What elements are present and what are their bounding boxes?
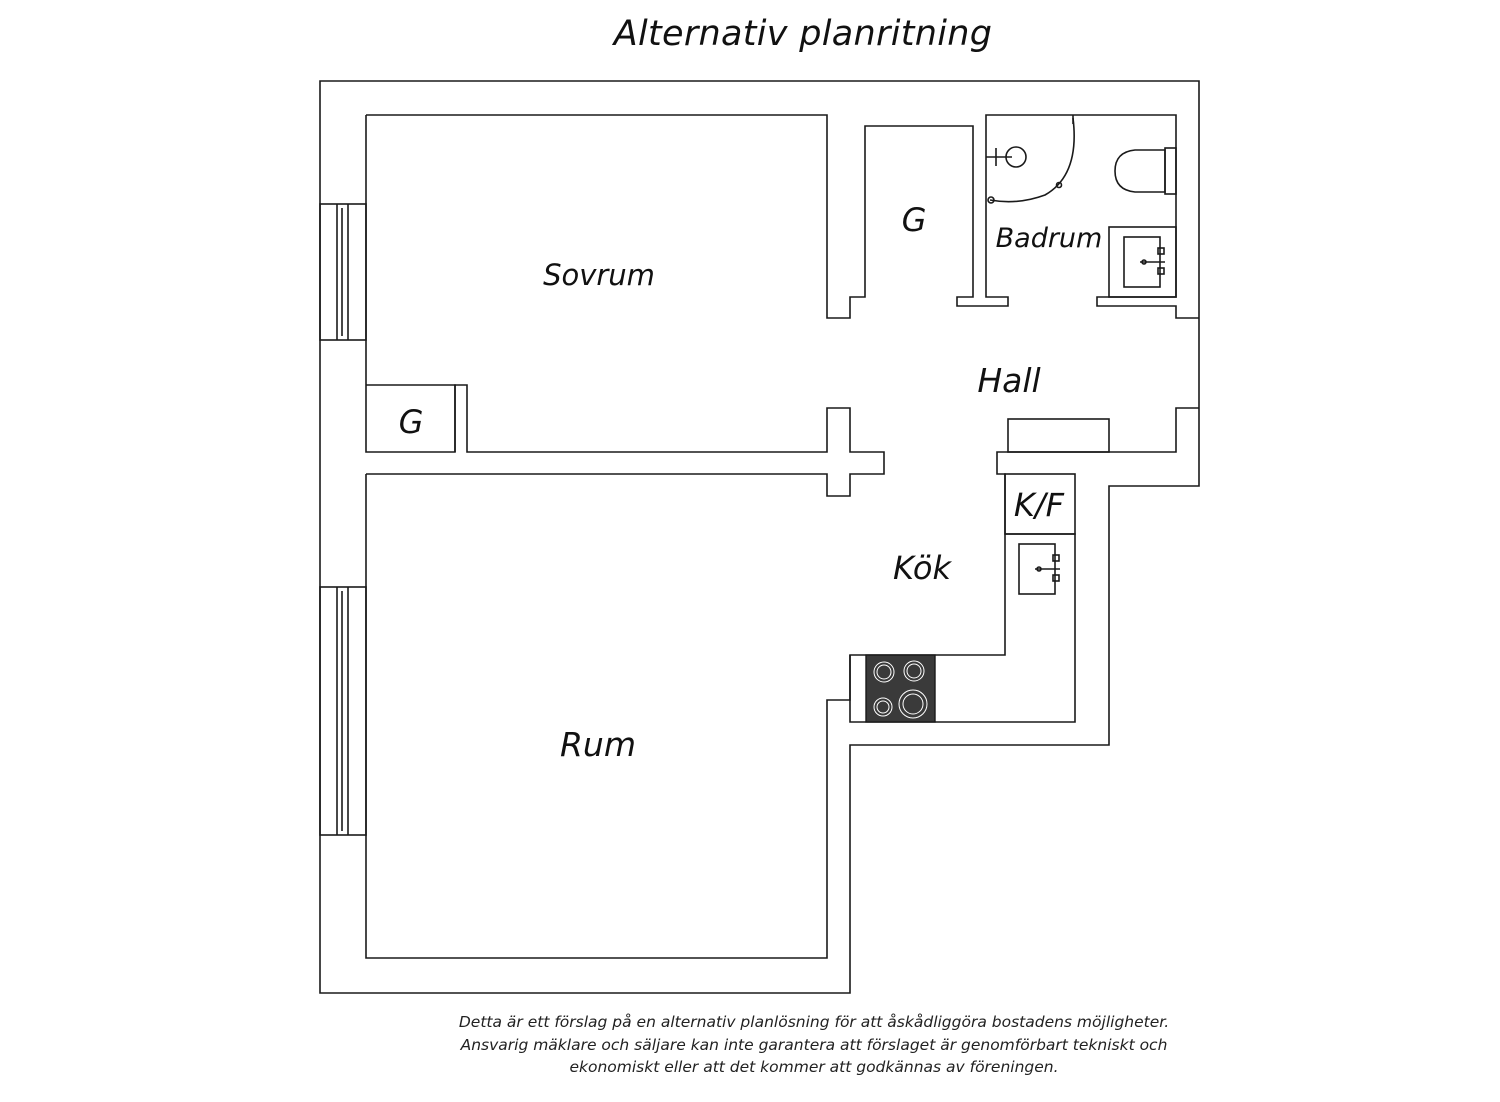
room-label-badrum: Badrum <box>996 223 1103 254</box>
bathroom-sink-icon <box>1108 226 1177 298</box>
disclaimer-line: Ansvarig mäklare och säljare kan inte ga… <box>460 1035 1168 1054</box>
disclaimer: Detta är ett förslag på en alternativ pl… <box>420 1011 1208 1079</box>
sovrum-bottom-wall <box>366 384 885 497</box>
plan-title: Alternativ planritning <box>613 14 993 54</box>
shower-icon <box>986 115 1075 204</box>
sovrum-wall <box>366 114 1199 319</box>
room-label-kf: K/F <box>1014 486 1065 524</box>
room-label-sovrum: Sovrum <box>543 258 655 292</box>
sovrum-left-wall <box>365 115 456 453</box>
disclaimer-line: ekonomiskt eller att det kommer att godk… <box>569 1058 1059 1076</box>
room-label-g-top: G <box>902 201 927 239</box>
toilet-icon <box>1114 147 1177 195</box>
hall-bench <box>1007 418 1110 453</box>
stove-icon <box>865 654 936 723</box>
room-label-rum: Rum <box>560 725 636 764</box>
room-label-hall: Hall <box>977 361 1040 400</box>
disclaimer-line: Detta är ett förslag på en alternativ pl… <box>458 1013 1170 1031</box>
outer-wall <box>319 80 1200 994</box>
window-rum <box>319 586 367 836</box>
kitchen-sink-icon <box>1018 543 1060 595</box>
room-label-kok: Kök <box>893 549 952 587</box>
room-label-g-left: G <box>399 403 424 441</box>
window-sovrum <box>319 203 367 341</box>
rum-wall <box>365 407 1199 959</box>
kitchen-counter <box>849 533 1076 723</box>
